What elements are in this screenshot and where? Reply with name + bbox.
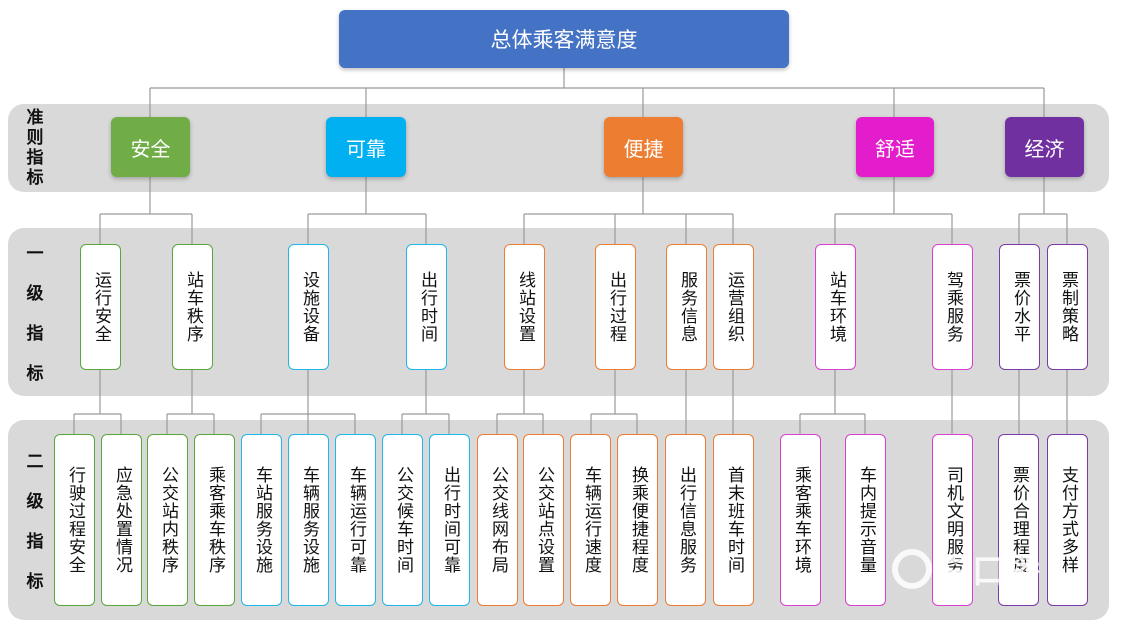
- l2-node: 首末班车时间: [713, 434, 754, 606]
- l1-label: 设施设备: [299, 271, 319, 343]
- l1-label: 驾乘服务: [943, 271, 963, 343]
- l2-node: 车辆服务设施: [288, 434, 329, 606]
- l1-label: 运营组织: [724, 271, 744, 343]
- criteria-economy: 经济: [1005, 117, 1084, 177]
- l2-label: 车辆服务设施: [299, 466, 319, 574]
- l1-label: 站车秩序: [183, 271, 203, 343]
- l2-label: 行驶过程安全: [65, 466, 85, 574]
- comfort-connector: [834, 177, 953, 244]
- l1-node: 票价水平: [999, 244, 1040, 370]
- l1-station-connector: [496, 370, 544, 434]
- l1-label: 票价水平: [1010, 271, 1030, 343]
- l2-node: 司机文明服务: [932, 434, 973, 606]
- l1-label: 出行时间: [417, 271, 437, 343]
- l1-node: 票制策略: [1047, 244, 1088, 370]
- l2-label: 公交站点设置: [534, 466, 554, 574]
- convenient-connector: [523, 177, 734, 244]
- economy-connector: [1018, 177, 1068, 244]
- l1-label: 服务信息: [677, 271, 697, 343]
- root-node: 总体乘客满意度: [339, 10, 789, 68]
- l1-environment-connector: [799, 370, 866, 434]
- l2-label: 乘客乘车秩序: [205, 466, 225, 574]
- l2-label: 应急处置情况: [112, 466, 132, 574]
- l2-label: 换乘便捷程度: [628, 466, 648, 574]
- l2-node: 票价合理程度: [998, 434, 1039, 606]
- level2-band-label: 二 级 指 标: [26, 452, 44, 592]
- l1-node: 服务信息: [666, 244, 707, 370]
- level1-band-label: 一 级 指 标: [26, 244, 44, 384]
- l1-facility-connector: [260, 370, 356, 434]
- criteria-safety: 安全: [111, 117, 190, 177]
- l2-label: 支付方式多样: [1058, 466, 1078, 574]
- l2-node: 公交候车时间: [382, 434, 423, 606]
- safety-connector: [99, 177, 193, 244]
- l2-node: 公交站点设置: [523, 434, 564, 606]
- l1-order-connector: [166, 370, 215, 434]
- l1-node: 站车秩序: [172, 244, 213, 370]
- l1-node: 站车环境: [815, 244, 856, 370]
- l1-node: 驾乘服务: [932, 244, 973, 370]
- l2-node: 行驶过程安全: [54, 434, 95, 606]
- criteria-band-label: 准 则 指 标: [26, 108, 44, 188]
- l1-label: 票制策略: [1058, 271, 1078, 343]
- l2-label: 车辆运行可靠: [346, 466, 366, 574]
- l1-label: 线站设置: [515, 271, 535, 343]
- l2-node: 出行信息服务: [665, 434, 706, 606]
- criteria-convenient: 便捷: [604, 117, 683, 177]
- l2-node: 支付方式多样: [1047, 434, 1088, 606]
- l1-node: 运营组织: [713, 244, 754, 370]
- l2-label: 车内提示音量: [856, 466, 876, 574]
- l2-label: 出行信息服务: [676, 466, 696, 574]
- l1-operation-safety-connector: [73, 370, 122, 434]
- l1-label: 运行安全: [91, 271, 111, 343]
- l2-node: 乘客乘车环境: [780, 434, 821, 606]
- l2-label: 公交线网布局: [488, 466, 508, 574]
- l2-label: 司机文明服务: [943, 466, 963, 574]
- l1-node: 线站设置: [504, 244, 545, 370]
- l2-node: 车辆运行可靠: [335, 434, 376, 606]
- l2-label: 车辆运行速度: [581, 466, 601, 574]
- l2-node: 应急处置情况: [101, 434, 142, 606]
- criteria-reliable: 可靠: [326, 117, 406, 177]
- l2-label: 票价合理程度: [1009, 466, 1029, 574]
- l2-node: 乘客乘车秩序: [194, 434, 235, 606]
- l2-node: 公交站内秩序: [147, 434, 188, 606]
- l2-node: 换乘便捷程度: [617, 434, 658, 606]
- watermark: 白口播: [892, 544, 1040, 593]
- l2-node: 车辆运行速度: [570, 434, 611, 606]
- l2-node: 车内提示音量: [845, 434, 886, 606]
- l2-label: 乘客乘车环境: [791, 466, 811, 574]
- l2-label: 公交候车时间: [393, 466, 413, 574]
- l2-label: 首末班车时间: [724, 466, 744, 574]
- l1-time-connector: [401, 370, 450, 434]
- l1-label: 出行过程: [606, 271, 626, 343]
- l1-node: 设施设备: [288, 244, 329, 370]
- l1-node: 运行安全: [80, 244, 121, 370]
- l2-node: 出行时间可靠: [429, 434, 470, 606]
- reliable-connector: [307, 177, 427, 244]
- watermark-text: 白口播: [938, 552, 1040, 592]
- l2-node: 车站服务设施: [241, 434, 282, 606]
- root-connector: [149, 68, 1045, 117]
- l2-node: 公交线网布局: [477, 434, 518, 606]
- l1-node: 出行时间: [406, 244, 447, 370]
- l1-process-connector: [590, 370, 638, 434]
- l1-label: 站车环境: [826, 271, 846, 343]
- l2-label: 出行时间可靠: [440, 466, 460, 574]
- l1-node: 出行过程: [595, 244, 636, 370]
- watermark-logo-icon: [892, 548, 932, 589]
- l2-label: 公交站内秩序: [158, 466, 178, 574]
- l2-label: 车站服务设施: [252, 466, 272, 574]
- criteria-comfort: 舒适: [856, 117, 934, 177]
